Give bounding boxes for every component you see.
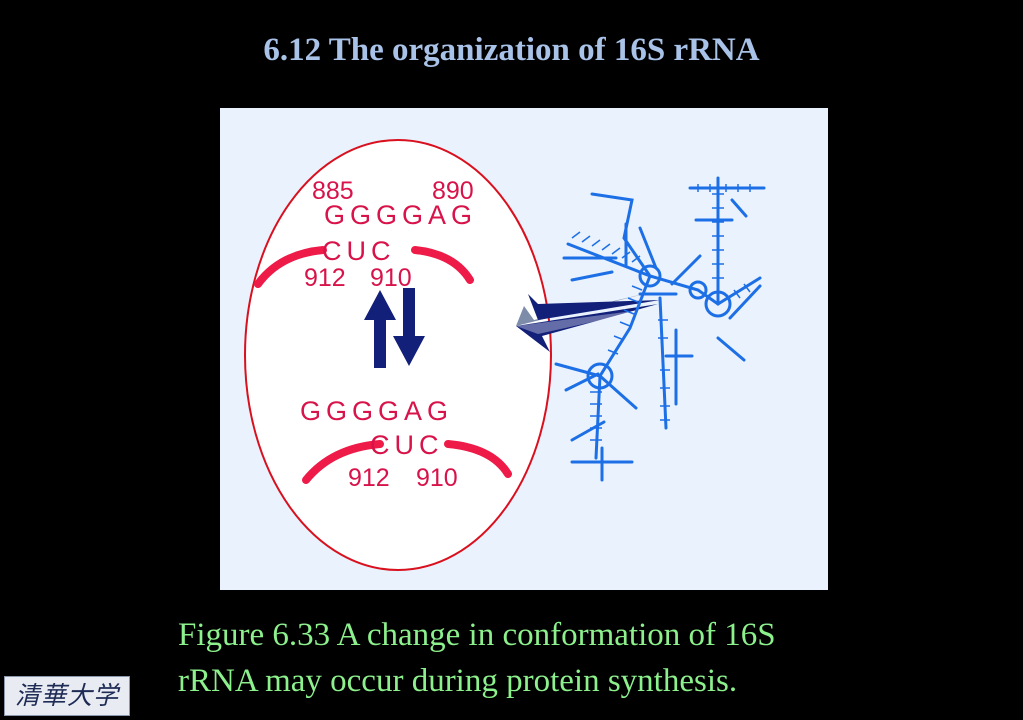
sequence-cuc-top: CUC — [322, 236, 396, 266]
slide-title: 6.12 The organization of 16S rRNA — [263, 32, 760, 68]
strand-right-top — [411, 246, 474, 284]
top-conformation: 885 890 GGGGAG CUC 912 910 — [254, 177, 477, 292]
strand-left-bottom — [302, 440, 384, 484]
position-885-label: 885 — [312, 177, 354, 205]
sequence-gggag-bottom: GGGGAG — [300, 396, 453, 426]
structure-stem-ladders — [571, 184, 751, 441]
rrna-figure: 885 890 GGGGAG CUC 912 910 GGGGAG CUC 91… — [220, 108, 828, 590]
sequence-gggag-top: GGGGAG — [324, 200, 477, 230]
caption-line-2: rRNA may occur during protein synthesis. — [178, 663, 738, 699]
strand-right-bottom — [444, 440, 512, 478]
university-logo: 清華大学 — [4, 676, 130, 716]
position-910-top: 910 — [370, 264, 412, 292]
figure-caption: Figure 6.33 A change in conformation of … — [178, 612, 898, 704]
left-arrow-icon — [516, 292, 660, 352]
up-down-arrow-icon — [364, 288, 425, 368]
position-912-top: 912 — [304, 264, 346, 292]
bottom-conformation: GGGGAG CUC 912 910 — [300, 396, 512, 492]
caption-line-1: Figure 6.33 A change in conformation of … — [178, 617, 776, 653]
position-910-bottom: 910 — [416, 464, 458, 492]
strand-left-top — [254, 246, 327, 288]
position-912-bottom: 912 — [348, 464, 390, 492]
position-890-label: 890 — [432, 177, 474, 205]
sequence-cuc-bottom: CUC — [370, 430, 444, 460]
rna-secondary-structure-icon — [554, 176, 766, 482]
